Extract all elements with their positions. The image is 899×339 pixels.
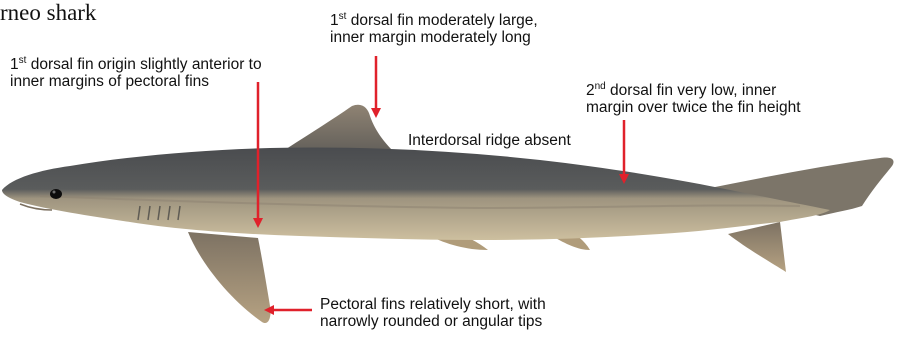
shark-eye (50, 189, 62, 199)
annotation-second-dorsal: 2nd dorsal fin very low, inner margin ov… (586, 82, 801, 116)
annotation-first-dorsal-size: 1st dorsal fin moderately large, inner m… (330, 12, 538, 46)
caudal-fin-lower (728, 222, 786, 272)
shark-body (2, 148, 830, 241)
annotation-first-dorsal-origin: 1st dorsal fin origin slightly anterior … (10, 56, 262, 90)
annotation-pectoral-fins: Pectoral fins relatively short, with nar… (320, 296, 546, 330)
annotation-interdorsal-ridge: Interdorsal ridge absent (408, 132, 571, 149)
pectoral-fin (188, 232, 271, 323)
